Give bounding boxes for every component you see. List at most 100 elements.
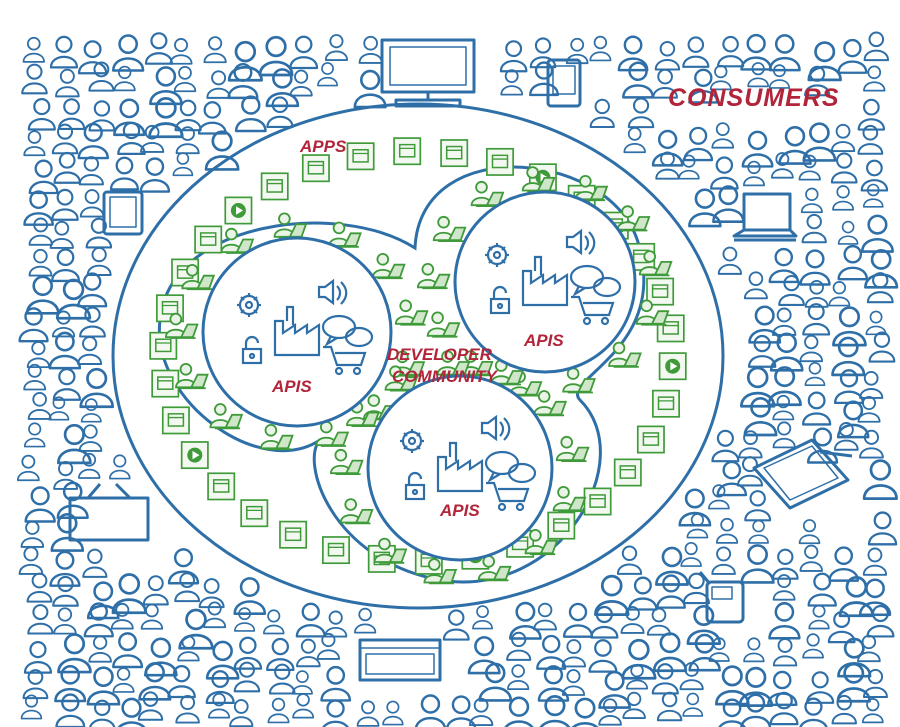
person-icon <box>622 61 655 99</box>
person-icon <box>203 601 227 629</box>
person-icon <box>623 127 646 154</box>
person-icon <box>589 98 615 128</box>
gear-icon <box>400 429 424 453</box>
person-icon <box>77 336 103 366</box>
person-icon <box>864 248 899 289</box>
app-tile-icon <box>279 520 308 549</box>
person-icon <box>167 665 196 699</box>
pen-tablet-icon <box>752 438 853 510</box>
person-icon <box>562 602 594 638</box>
person-icon <box>620 606 645 634</box>
factory-icon <box>521 255 569 307</box>
person-icon <box>799 249 831 286</box>
person-icon <box>233 577 267 615</box>
person-icon <box>651 129 684 167</box>
person-icon <box>78 156 104 186</box>
person-icon <box>860 159 889 192</box>
person-icon <box>711 429 740 463</box>
apps-label: APPS <box>299 137 347 156</box>
person-icon <box>316 632 341 660</box>
app-tile-icon <box>194 225 223 254</box>
person-icon <box>49 35 79 69</box>
person-icon <box>616 545 643 575</box>
person-icon <box>18 546 44 575</box>
consumers-label: CONSUMERS <box>668 84 840 112</box>
person-icon <box>536 634 567 670</box>
person-icon <box>799 544 823 572</box>
app-tile-icon <box>547 511 576 540</box>
person-icon <box>296 638 321 668</box>
person-icon <box>682 36 710 68</box>
app-tile-icon <box>440 139 469 168</box>
person-icon <box>382 700 404 726</box>
person-icon <box>712 185 745 223</box>
person-icon <box>748 519 769 544</box>
api-icon-group <box>400 414 537 512</box>
chat-bubbles-icon <box>321 314 374 348</box>
developer-with-laptop-icon <box>470 180 505 208</box>
person-icon <box>862 459 898 500</box>
person-icon <box>859 429 884 459</box>
developer-with-laptop-icon <box>339 498 374 525</box>
apis-label-right: APIS <box>523 331 564 350</box>
person-icon <box>768 34 801 72</box>
app-tile-icon <box>636 425 665 454</box>
person-icon <box>26 341 51 369</box>
play-app-icon <box>180 441 209 470</box>
person-icon <box>203 36 227 64</box>
app-tile-icon <box>151 369 180 398</box>
person-icon <box>828 281 851 307</box>
developer-with-laptop-icon <box>164 312 199 339</box>
person-icon <box>197 101 227 135</box>
developer-with-laptop-icon <box>416 262 451 290</box>
person-icon <box>837 220 859 245</box>
person-icon <box>267 697 290 724</box>
person-icon <box>317 62 339 87</box>
laptop-icon <box>732 192 798 242</box>
person-icon <box>717 246 743 275</box>
person-icon <box>295 602 326 638</box>
person-icon <box>21 63 48 95</box>
person-icon <box>627 97 655 129</box>
person-icon <box>324 610 348 638</box>
person-icon <box>27 392 52 420</box>
person-icon <box>80 398 102 423</box>
person-icon <box>27 604 54 635</box>
person-icon <box>356 700 380 727</box>
consumer-devices <box>68 38 853 682</box>
cart-icon <box>323 345 367 376</box>
gear-icon <box>237 293 261 317</box>
person-icon <box>139 157 171 193</box>
person-icon <box>561 639 587 668</box>
developer-with-laptop-icon <box>371 252 406 280</box>
person-icon <box>324 34 349 61</box>
person-icon <box>472 605 494 630</box>
person-icon <box>711 122 735 149</box>
developer-with-laptop-icon <box>329 448 364 476</box>
gear-icon <box>485 243 509 267</box>
person-icon <box>598 698 622 726</box>
person-icon <box>112 667 135 693</box>
person-icon <box>16 454 40 482</box>
person-icon <box>144 32 173 65</box>
person-icon <box>808 604 830 630</box>
person-icon <box>28 248 53 277</box>
person-icon <box>86 246 112 277</box>
app-tile-icon <box>260 172 289 201</box>
person-icon <box>234 607 256 632</box>
person-icon <box>28 159 59 195</box>
cellphone-icon <box>698 571 745 624</box>
person-icon <box>88 100 116 132</box>
person-icon <box>289 69 313 97</box>
person-icon <box>79 306 106 338</box>
person-icon <box>88 635 112 663</box>
developer-with-laptop-icon <box>552 485 587 513</box>
person-icon <box>804 361 826 387</box>
person-icon <box>24 486 56 523</box>
person-icon <box>744 490 772 522</box>
person-icon <box>320 665 352 702</box>
app-tile-icon <box>583 487 612 516</box>
person-icon <box>169 38 193 65</box>
person-icon <box>23 363 47 391</box>
